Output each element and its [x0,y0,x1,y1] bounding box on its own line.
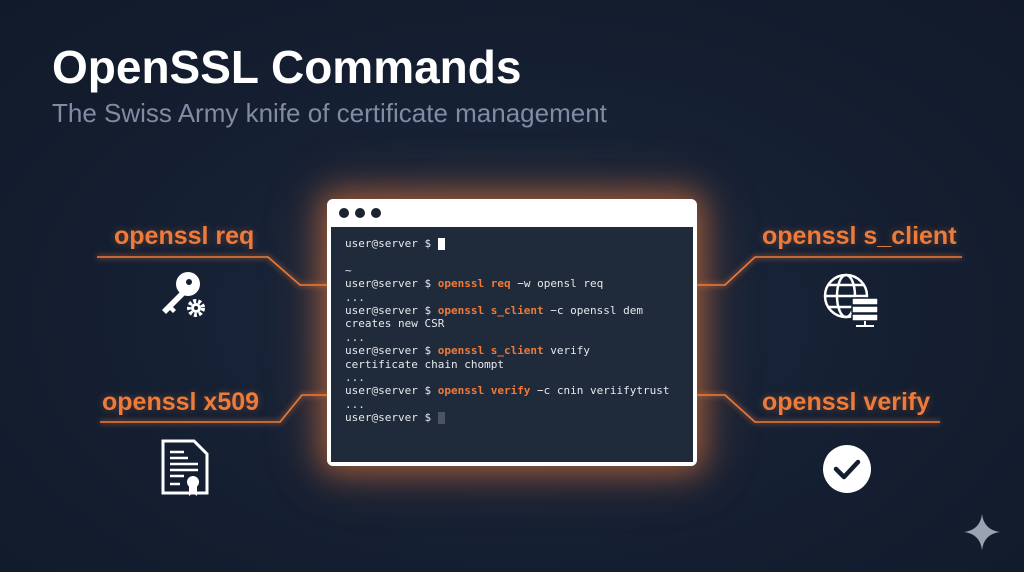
ellipsis: ... [345,397,365,411]
maximize-dot[interactable] [371,208,381,218]
cursor [437,412,445,425]
connector-verify [697,394,940,423]
output: creates new CSR [345,317,445,331]
command: openssl s_client [437,303,544,317]
prompt: user@server $ [345,277,432,291]
certificate-document-icon [161,439,209,496]
connector-x509 [100,394,328,423]
minimize-dot[interactable] [355,208,365,218]
prompt: user@server $ [345,303,432,317]
window-controls [339,208,381,218]
tilde: ~ [345,263,352,277]
command-args: −c openssl dem [543,303,644,317]
prompt: user@server $ [345,411,432,425]
prompt: user@server $ [345,384,432,398]
label-openssl-verify: openssl verify [762,388,931,416]
command: openssl verify [437,384,531,398]
label-openssl-s-client: openssl s_client [762,222,957,250]
key-gear-icon [162,272,205,317]
ellipsis: ... [345,330,365,344]
check-circle-icon [823,445,871,493]
command-args: verify [543,344,591,358]
page-title: OpenSSL Commands [52,41,522,93]
output: certificate chain chompt [345,357,504,371]
connector-req [97,256,328,286]
globe-server-icon [823,273,879,327]
command: openssl req [437,277,511,291]
terminal-window: user@server $ ~ user@server $ openssl re… [327,199,697,466]
prompt: user@server $ [345,344,432,358]
label-openssl-req: openssl req [114,222,255,250]
terminal-screen[interactable]: user@server $ ~ user@server $ openssl re… [331,227,693,462]
connector-s-client [697,256,962,286]
sparkle-icon [964,514,1000,550]
page-subtitle: The Swiss Army knife of certificate mana… [52,98,607,128]
ellipsis: ... [345,370,365,384]
close-dot[interactable] [339,208,349,218]
cursor [437,238,445,250]
ellipsis: ... [345,290,365,304]
command-args: −w opensl req [510,277,604,291]
command: openssl s_client [437,344,544,358]
prompt: user@server $ [345,237,432,250]
command-args: −c cnin veriifytrust [530,384,670,398]
label-openssl-x509: openssl x509 [102,388,260,416]
